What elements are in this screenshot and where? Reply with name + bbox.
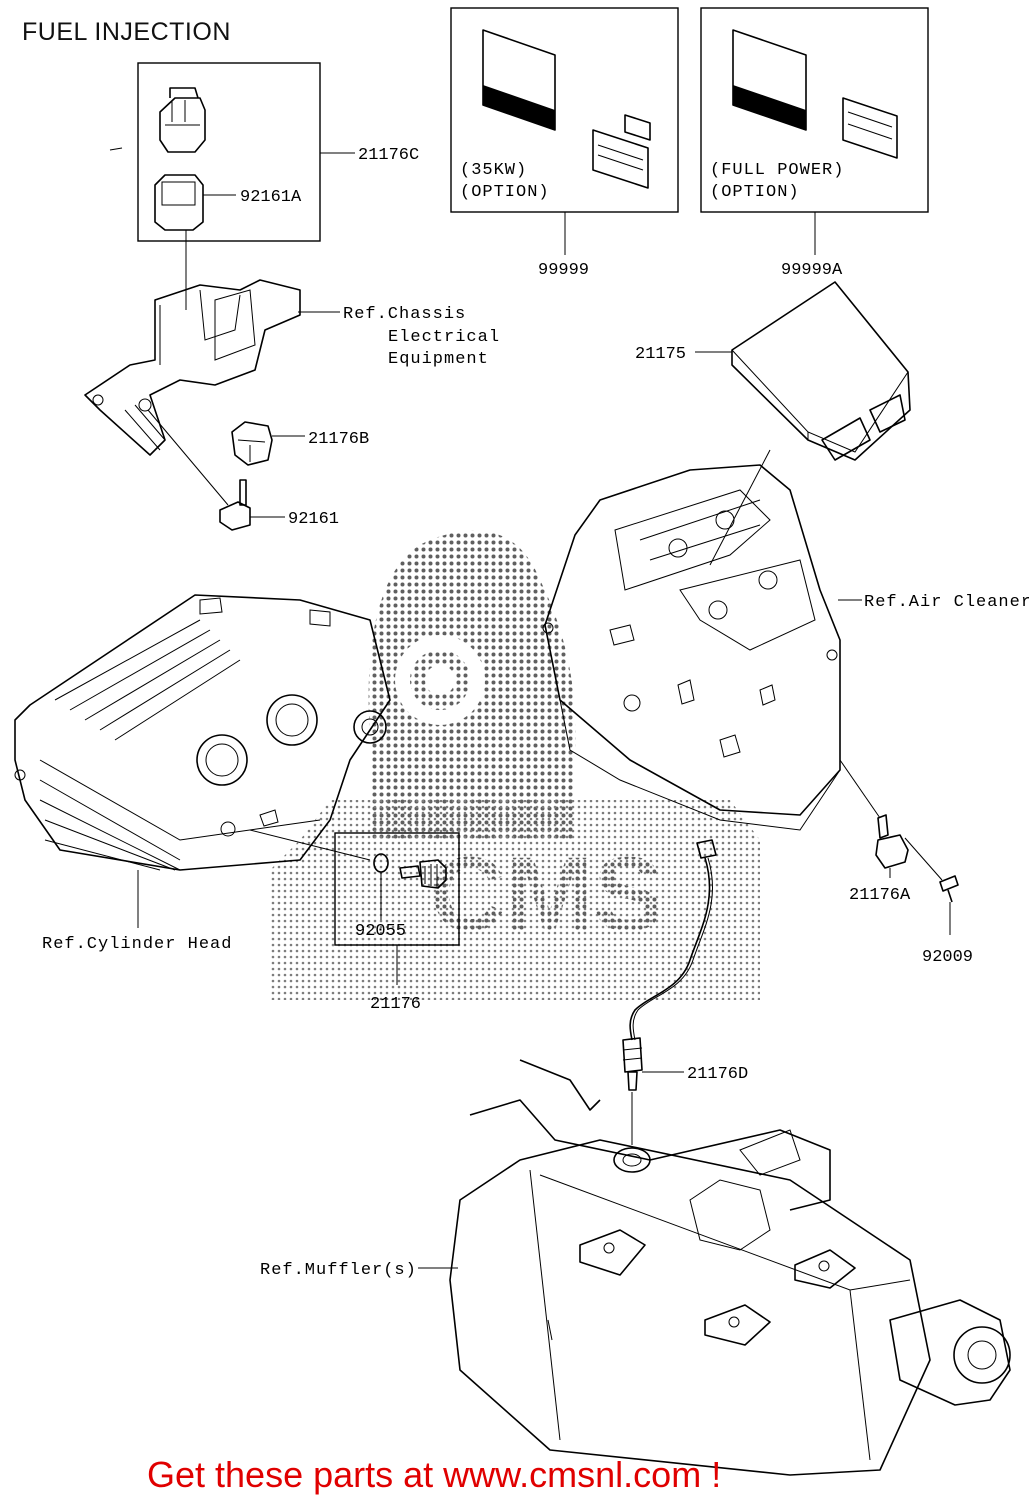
ref-muffler: Ref.Muffler(s) bbox=[260, 1261, 417, 1280]
option-35kw-line2: (OPTION) bbox=[460, 183, 550, 202]
label-21176B: 21176B bbox=[308, 430, 369, 449]
label-99999: 99999 bbox=[538, 261, 589, 280]
connector-21176C-icon bbox=[159, 87, 206, 153]
ref-air-cleaner: Ref.Air Cleaner bbox=[864, 593, 1029, 612]
watermark-text: CMS bbox=[430, 836, 663, 953]
part-99999-box bbox=[450, 7, 679, 213]
part-21176C-box bbox=[137, 62, 321, 242]
part-21176-group: 92055 21176 bbox=[334, 832, 460, 1014]
option-full-power-line2: (OPTION) bbox=[710, 183, 800, 202]
bracket-icon bbox=[84, 279, 301, 456]
label-21176D: 21176D bbox=[687, 1065, 748, 1084]
label-92161A: 92161A bbox=[240, 188, 302, 207]
ecu-21175-icon bbox=[731, 281, 911, 461]
cylinder-head-icon bbox=[14, 594, 391, 871]
label-92055: 92055 bbox=[355, 922, 406, 941]
ref-chassis-line2: Electrical bbox=[388, 328, 500, 347]
part-99999A-box bbox=[700, 7, 929, 213]
sensor-21176A-icon bbox=[875, 814, 909, 869]
promo-text[interactable]: Get these parts at www.cmsnl.com ! bbox=[147, 1454, 721, 1495]
part-99999A-group: (FULL POWER) (OPTION) 99999A bbox=[700, 7, 929, 280]
label-21176A: 21176A bbox=[849, 886, 911, 905]
diagram-title: FUEL INJECTION bbox=[22, 18, 231, 46]
label-21176: 21176 bbox=[370, 995, 421, 1014]
ref-chassis-line1: Ref.Chassis bbox=[343, 305, 466, 324]
label-21176C: 21176C bbox=[358, 146, 419, 165]
option-35kw-line1: (35KW) bbox=[460, 161, 527, 180]
option-full-power-line1: (FULL POWER) bbox=[710, 161, 844, 180]
label-sheet-full-power-icon bbox=[732, 29, 898, 159]
part-21176C-group: 21176C 92161A bbox=[109, 62, 419, 310]
muffler-icon bbox=[449, 1059, 1011, 1476]
label-21175: 21175 bbox=[635, 345, 686, 364]
label-92161: 92161 bbox=[288, 510, 339, 529]
label-92009: 92009 bbox=[922, 948, 973, 967]
sensor-21176B-icon bbox=[231, 421, 273, 466]
part-92161-icon bbox=[219, 479, 251, 531]
ref-cylinder-head: Ref.Cylinder Head bbox=[42, 935, 232, 954]
part-99999-group: (35KW) (OPTION) 99999 bbox=[450, 7, 679, 280]
ref-chassis-line3: Equipment bbox=[388, 350, 489, 369]
oxygen-sensor-21176D-icon bbox=[622, 839, 717, 1091]
connector-92161A-icon bbox=[154, 174, 204, 231]
label-99999A: 99999A bbox=[781, 261, 843, 280]
label-sheet-icon bbox=[482, 29, 651, 189]
screw-92009-icon bbox=[939, 875, 959, 903]
air-cleaner-icon bbox=[542, 464, 841, 831]
sensor-21176-icon bbox=[399, 859, 447, 889]
cms-watermark: CMS bbox=[270, 530, 760, 1000]
